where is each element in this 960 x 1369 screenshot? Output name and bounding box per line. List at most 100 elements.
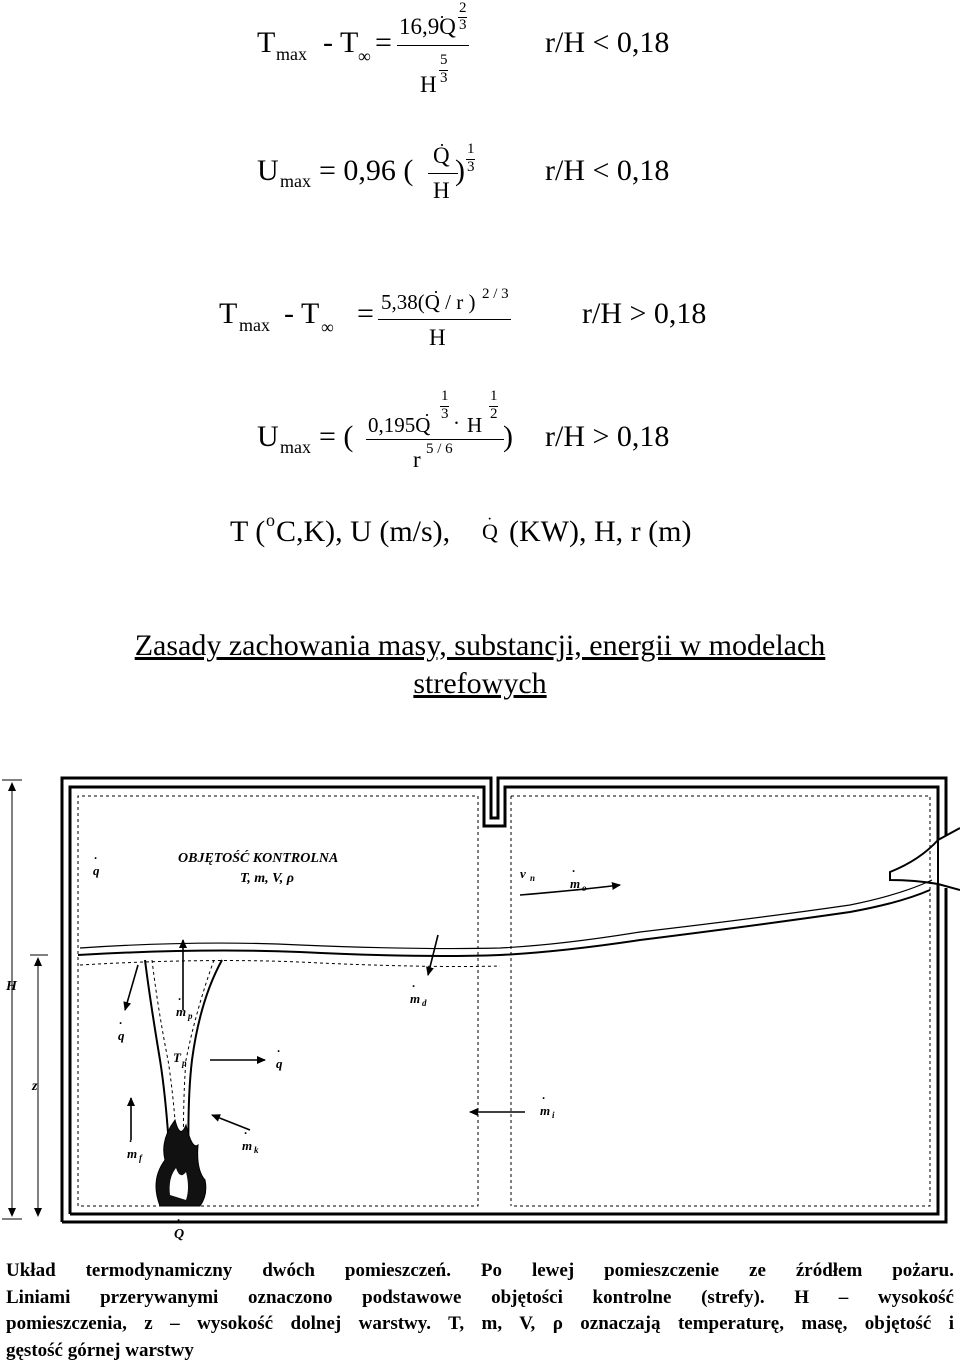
label-mi: m: [540, 1103, 550, 1118]
eq1-condition: r/H < 0,18: [545, 26, 670, 59]
label-Q: Q: [174, 1227, 184, 1242]
svg-text:·: ·: [94, 851, 97, 865]
label-q-top: q: [93, 863, 100, 878]
eq4-num-exp-bar: [440, 406, 449, 407]
svg-text:i: i: [552, 1110, 555, 1120]
label-mk: m: [242, 1138, 252, 1153]
eq1-den-exp-d: 3: [440, 70, 448, 86]
svg-text:·: ·: [178, 992, 181, 1006]
eq1-num-exp-d: 3: [459, 17, 467, 33]
svg-text:·: ·: [244, 1126, 247, 1140]
eq4-h-exp-n: 1: [490, 388, 498, 404]
diagram-title-2: T, m, V, ρ: [240, 871, 294, 886]
eq2-close: ): [455, 154, 465, 187]
eq4-h-exp-bar: [489, 406, 498, 407]
eq1-lhs: T: [257, 26, 276, 59]
units-rest2: (KW), H, r (m): [509, 515, 692, 548]
eq1-den-exp-bar: [439, 70, 448, 71]
svg-text:d: d: [422, 998, 427, 1008]
units-pre: T (: [230, 515, 266, 548]
svg-text:·: ·: [542, 1091, 545, 1105]
eq2-lhs: U: [257, 154, 279, 187]
units-q: Q: [482, 519, 498, 544]
eq3-qdot: ·: [433, 282, 439, 302]
eq1-denominator: H: [420, 72, 437, 97]
eq4-num-exp-n: 1: [441, 388, 449, 404]
eq4-fraction-bar: [366, 439, 504, 440]
svg-text:·: ·: [129, 1134, 132, 1148]
eq2-fraction-bar: [428, 173, 458, 174]
eq2-exp-d: 3: [467, 159, 475, 175]
label-mf: m: [127, 1146, 137, 1161]
eq3-condition: r/H > 0,18: [582, 297, 707, 330]
units-degree: o: [266, 510, 275, 530]
eq1-num-exp-bar: [458, 17, 467, 18]
eq4-qdot: ·: [424, 405, 430, 425]
arrow-q-left: [123, 964, 139, 1011]
eq3-denominator: H: [429, 325, 446, 350]
eq2-exp-n: 1: [467, 141, 475, 157]
caption-line4: gęstość górnej warstwy: [6, 1339, 194, 1361]
label-mo: m: [570, 876, 580, 891]
arrow-vn: [519, 882, 621, 896]
control-volume-dashes: [77, 795, 931, 1207]
eq4-h-exp-d: 2: [490, 406, 498, 422]
arrow-md: [426, 934, 439, 976]
svg-text:·: ·: [277, 1044, 280, 1058]
eq2-lhs-sub: max: [280, 171, 311, 191]
svg-text:·: ·: [572, 864, 575, 878]
caption-line2: Liniami przerywanymi oznaczono podstawow…: [6, 1286, 954, 1308]
eq2-denominator: H: [433, 178, 450, 203]
caption-line1: Układ termodynamiczny dwóch pomieszczeń.…: [6, 1260, 954, 1281]
eq3-minus: - T: [284, 297, 320, 330]
eq4-h: H: [467, 413, 483, 437]
eq4-num-exp-d: 3: [441, 406, 449, 422]
svg-text:p: p: [187, 1011, 193, 1021]
eq1-equals: =: [375, 26, 392, 59]
label-md: m: [410, 991, 420, 1006]
eq4-dot: ·: [453, 411, 460, 435]
svg-text:n: n: [530, 873, 535, 883]
label-q-mid: q: [276, 1056, 283, 1071]
eq3-numerator: 5,38(Q / r ): [381, 290, 476, 314]
label-vn: v: [520, 866, 526, 881]
room-walls: [60, 776, 948, 1224]
eq4-lhs-sub: max: [280, 437, 311, 457]
units-rest1: C,K), U (m/s),: [276, 515, 451, 548]
eq2-qdot: ·: [439, 135, 445, 155]
eq3-lhs-sub: max: [239, 315, 270, 335]
eq1-lhs-sub: max: [276, 44, 307, 64]
eq4-rhs-prefix: = (: [319, 420, 354, 453]
eq1-numerator: 16,9Q: [399, 14, 456, 39]
arrow-mk: [211, 1114, 251, 1131]
svg-text:f: f: [139, 1153, 143, 1163]
diagram-title-1: OBJĘTOŚĆ KONTROLNA: [178, 849, 338, 866]
eq4-den-exp: 5 / 6: [426, 441, 453, 457]
section-heading-line2: strefowych: [413, 667, 547, 700]
label-H: H: [5, 979, 18, 994]
eq2-numerator: Q: [433, 143, 450, 168]
eq3-fraction-bar: [378, 319, 511, 320]
label-q-left: q: [118, 1028, 125, 1043]
two-room-fire-diagram: OBJĘTOŚĆ KONTROLNA T, m, V, ρ q · q · q …: [2, 776, 960, 1242]
height-dimension: [2, 779, 48, 1220]
eq2-condition: r/H < 0,18: [545, 154, 670, 187]
eq1-fraction-bar: [397, 45, 469, 46]
eq1-num-exp-n: 2: [459, 0, 467, 16]
eq1-minus: - T: [323, 26, 359, 59]
section-heading-line1: Zasady zachowania masy, substancji, ener…: [134, 629, 826, 662]
eq1-qdot: ·: [439, 7, 445, 27]
svg-text:p: p: [181, 1058, 187, 1068]
label-z: z: [31, 1079, 38, 1094]
svg-text:·: ·: [119, 1016, 122, 1030]
eq4-lhs: U: [257, 420, 279, 453]
eq4-close: ): [503, 420, 513, 453]
label-Tp: T: [173, 1050, 182, 1065]
caption-line3: pomieszczenia, z – wysokość dolnej warst…: [6, 1313, 954, 1334]
eq2-exp-bar: [466, 159, 475, 160]
eq3-inf: ∞: [321, 317, 334, 337]
svg-text:o: o: [582, 883, 587, 893]
svg-text:·: ·: [412, 979, 415, 993]
units-qdot: ·: [487, 511, 493, 528]
eq4-condition: r/H > 0,18: [545, 420, 670, 453]
